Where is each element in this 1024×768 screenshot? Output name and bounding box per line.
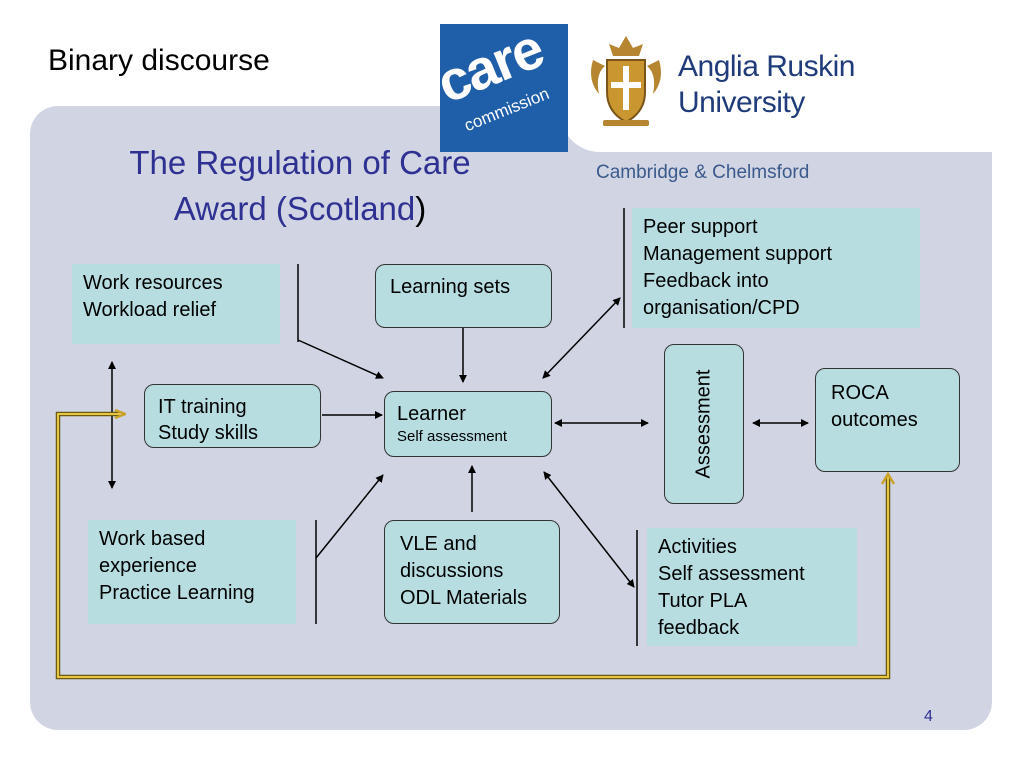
diagram-title-line1: The Regulation of Care bbox=[129, 144, 471, 181]
peer-support-line: Feedback into bbox=[643, 270, 769, 292]
learner-label: Learner bbox=[397, 403, 466, 425]
activities-line: Self assessment bbox=[658, 563, 805, 585]
slide-title: Binary discourse bbox=[48, 44, 270, 77]
university-campus: Cambridge & Chelmsford bbox=[596, 162, 810, 183]
vle-box: VLE and discussions ODL Materials bbox=[384, 520, 560, 624]
activities-line: feedback bbox=[658, 617, 740, 639]
work-based-line: Work based bbox=[99, 528, 206, 550]
university-name-line2: University bbox=[678, 86, 805, 119]
learner-box: Learner Self assessment bbox=[384, 391, 552, 457]
assessment-box: Assessment bbox=[664, 344, 744, 504]
activities-line: Activities bbox=[658, 536, 737, 558]
vle-line: VLE and bbox=[400, 533, 477, 555]
peer-support-line: Peer support bbox=[643, 216, 758, 238]
diagram-title: The Regulation of Care Award (Scotland) bbox=[60, 140, 540, 232]
work-based-line: experience bbox=[99, 555, 197, 577]
roca-line: ROCA bbox=[831, 382, 889, 404]
page-number: 4 bbox=[924, 708, 933, 725]
roca-box: ROCA outcomes bbox=[815, 368, 960, 472]
learning-sets-label: Learning sets bbox=[390, 276, 511, 298]
assessment-label: Assessment bbox=[692, 369, 715, 479]
work-resources-box: Work resources Workload relief bbox=[72, 264, 280, 344]
vle-line: discussions bbox=[400, 560, 504, 582]
learning-sets-box: Learning sets bbox=[375, 264, 552, 328]
work-resources-line: Work resources bbox=[83, 272, 223, 294]
activities-line: Tutor PLA bbox=[658, 590, 748, 612]
peer-support-line: Management support bbox=[643, 243, 833, 265]
it-training-line: IT training bbox=[158, 396, 247, 418]
diagram-title-line2: Award (Scotland bbox=[173, 190, 416, 227]
university-crest-icon bbox=[591, 36, 661, 126]
peer-support-box: Peer support Management support Feedback… bbox=[632, 208, 920, 328]
it-training-line: Study skills bbox=[158, 422, 259, 444]
learner-sublabel: Self assessment bbox=[397, 428, 508, 445]
vle-line: ODL Materials bbox=[400, 587, 528, 609]
activities-box: Activities Self assessment Tutor PLA fee… bbox=[647, 528, 857, 646]
work-based-line: Practice Learning bbox=[99, 582, 255, 604]
roca-line: outcomes bbox=[831, 409, 918, 431]
university-name-line1: Anglia Ruskin bbox=[678, 50, 855, 83]
it-training-box: IT training Study skills bbox=[144, 384, 321, 448]
peer-support-line: organisation/CPD bbox=[643, 297, 800, 319]
care-commission-logo: care commission bbox=[440, 24, 568, 152]
work-resources-line: Workload relief bbox=[83, 299, 217, 321]
work-based-box: Work based experience Practice Learning bbox=[88, 520, 296, 624]
diagram-title-paren: ) bbox=[415, 190, 427, 227]
